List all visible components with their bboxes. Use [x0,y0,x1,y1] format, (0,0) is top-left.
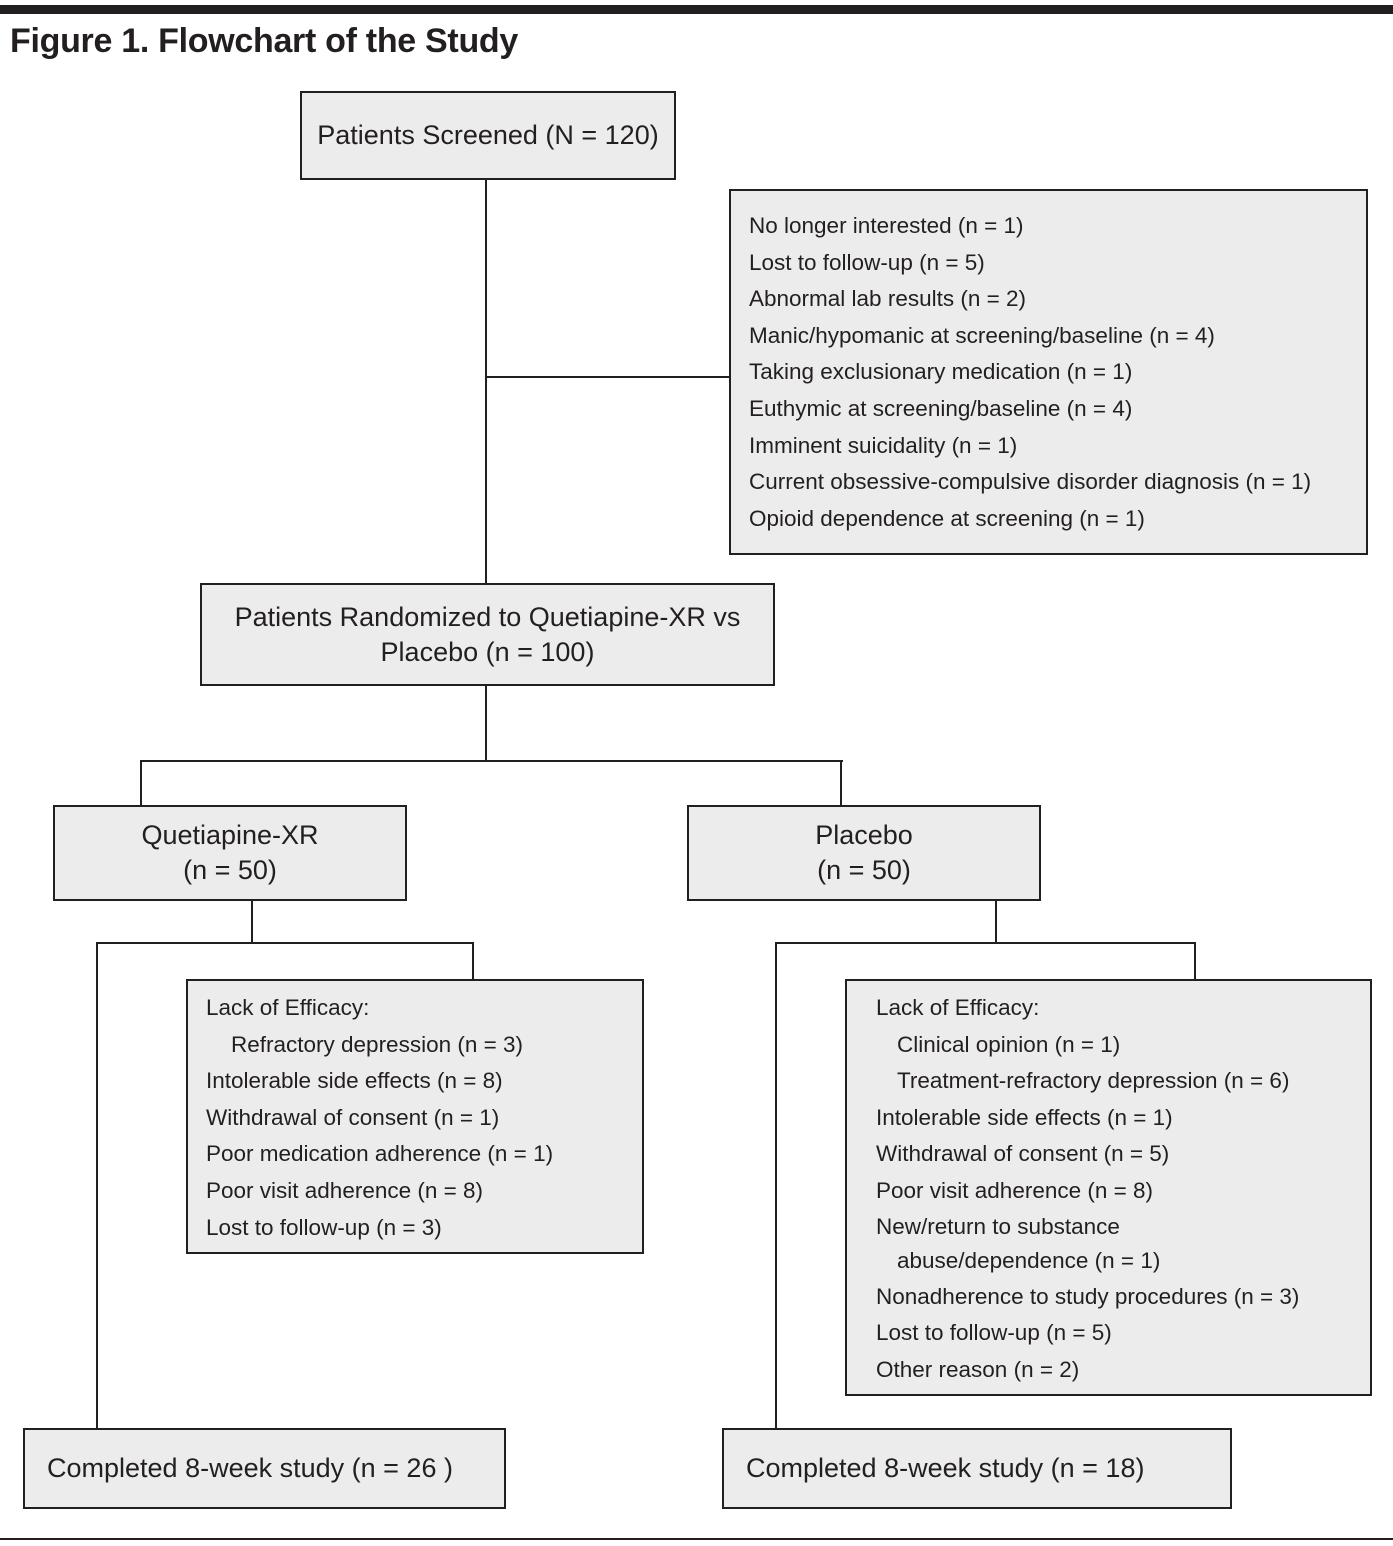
quetiapine-completed-box: Completed 8-week study (n = 26 ) [23,1428,506,1509]
dropout-item: New/return to substance [876,1213,1120,1239]
connector-screened-down [485,178,487,584]
dropout-item: Treatment-refractory depression (n = 6) [897,1068,1290,1094]
connector-quetiapine-completed [96,942,98,1429]
dropout-item: Lost to follow-up (n = 5) [876,1320,1112,1346]
connector-placebo-dropout [1194,942,1196,980]
placebo-completed-box: Completed 8-week study (n = 18) [722,1428,1232,1509]
connector-right-arm [840,760,842,806]
dropout-item: Intolerable side effects (n = 8) [206,1068,503,1094]
excluded-item: Lost to follow-up (n = 5) [749,249,985,275]
placebo-arm-name: Placebo [815,820,913,850]
screened-box: Patients Screened (N = 120) [300,91,676,180]
randomized-label-line1: Patients Randomized to Quetiapine-XR vs [234,601,741,632]
connector-left-arm [140,760,142,806]
bottom-rule [0,1538,1393,1540]
dropout-item: Poor visit adherence (n = 8) [876,1177,1154,1203]
excluded-box: No longer interested (n = 1) Lost to fol… [729,189,1368,555]
placebo-arm-count: (n = 50) [817,855,911,885]
connector-quetiapine-down [251,899,253,944]
dropout-heading: Lack of Efficacy: [876,995,1040,1020]
quetiapine-dropout-box: Lack of Efficacy: Refractory depression … [186,979,644,1254]
quetiapine-arm-box: Quetiapine-XR (n = 50) [53,805,407,901]
excluded-item: Opioid dependence at screening (n = 1) [749,505,1145,531]
dropout-item: Withdrawal of consent (n = 5) [876,1141,1170,1167]
connector-quetiapine-dropout [472,942,474,980]
figure-title: Figure 1. Flowchart of the Study [10,22,518,60]
dropout-item: Poor medication adherence (n = 1) [206,1141,554,1167]
connector-arm-split [140,760,843,762]
top-rule [0,5,1393,14]
connector-randomized-down [485,684,487,762]
dropout-item: Intolerable side effects (n = 1) [876,1104,1173,1130]
excluded-item: Imminent suicidality (n = 1) [749,432,1018,458]
dropout-item: Clinical opinion (n = 1) [897,1031,1121,1057]
excluded-item: Abnormal lab results (n = 2) [749,286,1026,312]
excluded-item: Taking exclusionary medication (n = 1) [749,359,1133,385]
dropout-item-continued: abuse/dependence (n = 1) [897,1247,1161,1273]
dropout-item: Nonadherence to study procedures (n = 3) [876,1283,1300,1309]
excluded-item: Manic/hypomanic at screening/baseline (n… [749,322,1215,348]
screened-label: Patients Screened (N = 120) [317,120,659,150]
connector-placebo-split [775,942,1196,944]
randomized-box: Patients Randomized to Quetiapine-XR vs … [200,583,775,686]
quetiapine-arm-name: Quetiapine-XR [141,820,319,850]
excluded-item: Euthymic at screening/baseline (n = 4) [749,395,1133,421]
dropout-item: Refractory depression (n = 3) [231,1031,524,1057]
quetiapine-completed-label: Completed 8-week study (n = 26 ) [47,1453,453,1483]
dropout-item: Withdrawal of consent (n = 1) [206,1104,500,1130]
connector-exclusion-branch [485,376,730,378]
placebo-dropout-box: Lack of Efficacy: Clinical opinion (n = … [845,979,1372,1396]
connector-placebo-completed [775,942,777,1429]
excluded-item: Current obsessive-compulsive disorder di… [749,469,1312,495]
dropout-heading: Lack of Efficacy: [206,995,370,1020]
placebo-completed-label: Completed 8-week study (n = 18) [746,1453,1145,1483]
dropout-item: Poor visit adherence (n = 8) [206,1177,484,1203]
placebo-arm-box: Placebo (n = 50) [687,805,1041,901]
randomized-label-line2: Placebo (n = 100) [380,636,595,667]
connector-quetiapine-split [96,942,474,944]
dropout-item: Other reason (n = 2) [876,1356,1080,1382]
connector-placebo-down [995,899,997,944]
dropout-item: Lost to follow-up (n = 3) [206,1214,442,1240]
excluded-item: No longer interested (n = 1) [749,213,1024,238]
quetiapine-arm-count: (n = 50) [183,855,277,885]
